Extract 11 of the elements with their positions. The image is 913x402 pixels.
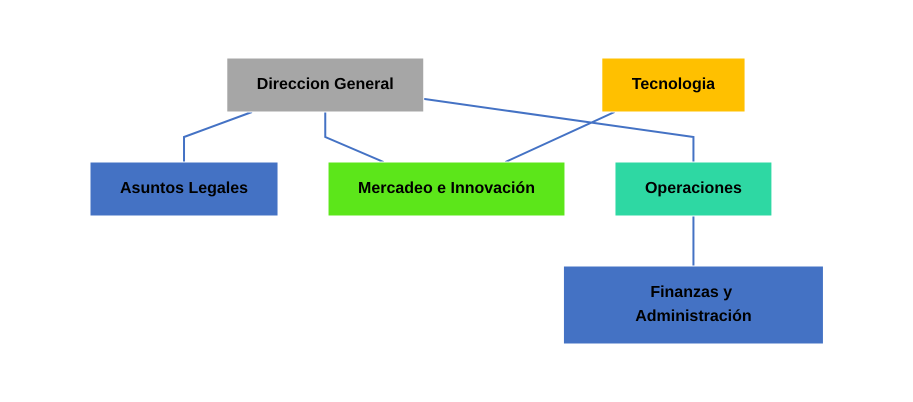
- connector: [504, 111, 615, 163]
- node-box: Finanzas y Administración: [562, 266, 824, 344]
- node-box: Asuntos Legales: [89, 162, 278, 216]
- connector: [182, 111, 252, 162]
- node-box: Tecnologia: [601, 58, 746, 112]
- node-box: Operaciones: [614, 162, 772, 216]
- connector: [423, 98, 694, 162]
- node-box: Mercadeo e Innovación: [327, 162, 566, 216]
- connector: [692, 216, 694, 266]
- node-box: Direccion General: [226, 58, 424, 112]
- connector: [324, 112, 384, 163]
